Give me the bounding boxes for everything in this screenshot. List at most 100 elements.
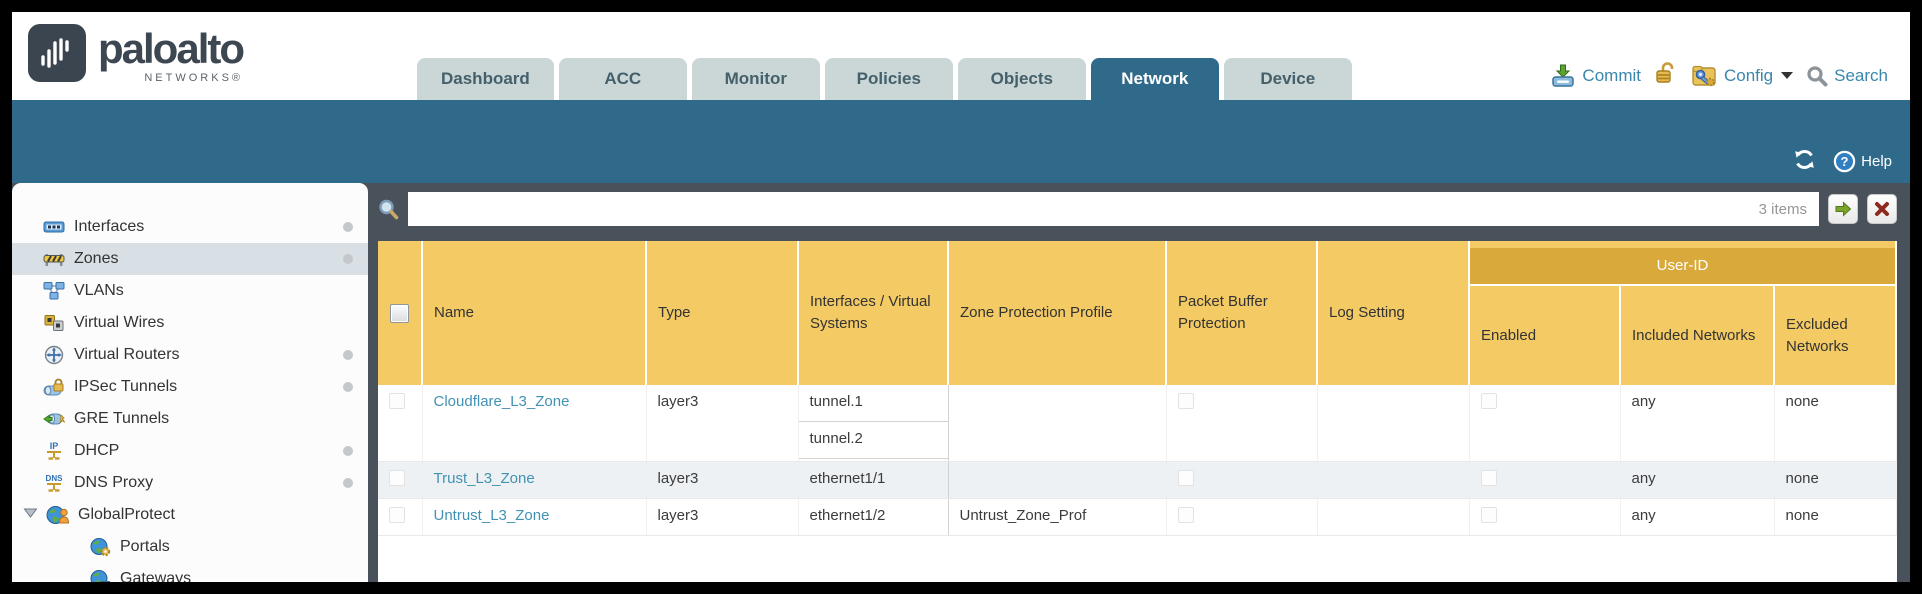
virtual-wires-icon [42,313,66,333]
dns-proxy-icon: DNS [42,473,66,493]
commit-button[interactable]: Commit [1550,64,1641,88]
sidebar-item-gre-tunnels[interactable]: GRE Tunnels [12,403,368,435]
zone-type-cell: layer3 [646,461,799,499]
zone-interfaces-cell: ethernet1/1 [798,461,949,499]
commit-icon [1552,64,1575,87]
sidebar-item-dns-proxy[interactable]: DNS DNS Proxy [12,467,368,499]
zone-type-cell: layer3 [646,498,799,536]
filter-bar: 3 items [378,183,1897,235]
network-sidebar: Interfaces Zones VLANs Vir [12,183,368,582]
included-networks-cell: any [1620,461,1775,499]
interfaces-icon [42,217,66,237]
column-header-log-setting[interactable]: Log Setting [1317,241,1470,385]
green-arrow-icon [1835,201,1852,217]
column-header-excluded-networks[interactable]: Excluded Networks [1774,284,1897,385]
brand-name: paloalto [98,25,245,72]
sidebar-item-ipsec-tunnels[interactable]: IPSec Tunnels [12,371,368,403]
config-menu-button[interactable]: Config [1691,64,1794,88]
log-setting-cell [1317,498,1470,536]
zone-protection-cell [948,385,1167,462]
apply-filter-button[interactable] [1828,194,1858,224]
paloalto-logo-icon [28,24,86,82]
globalprotect-icon [46,505,70,525]
items-count: 3 items [1758,200,1807,218]
column-group-user-id: User-ID [1469,241,1897,285]
sidebar-item-dhcp[interactable]: IP DHCP [12,435,368,467]
search-button[interactable]: Search [1806,65,1888,87]
help-icon: ? [1833,150,1856,173]
sidebar-item-globalprotect[interactable]: GlobalProtect [12,499,368,531]
expander-icon[interactable] [23,506,38,524]
sidebar-item-label: Portals [120,538,170,555]
column-header-included-networks[interactable]: Included Networks [1620,284,1775,385]
sidebar-item-zones[interactable]: Zones [12,243,368,275]
zone-interfaces-cell: ethernet1/2 [798,498,949,536]
sidebar-item-virtual-wires[interactable]: Virtual Wires [12,307,368,339]
sidebar-item-gateways[interactable]: Gateways [12,563,368,582]
column-header-packet-buffer[interactable]: Packet Buffer Protection [1166,241,1318,385]
dhcp-icon: IP [42,441,66,461]
splitter-dot [343,222,353,232]
user-id-enabled-checkbox[interactable] [1480,506,1497,523]
sidebar-item-label: Virtual Routers [74,346,180,363]
refresh-icon [1795,150,1814,169]
row-select-checkbox[interactable] [389,393,405,409]
tab-monitor[interactable]: Monitor [691,58,820,100]
sidebar-item-portals[interactable]: Portals [12,531,368,563]
filter-input[interactable] [416,200,1759,218]
tab-device[interactable]: Device [1223,58,1352,100]
packet-buffer-checkbox[interactable] [1177,506,1194,523]
column-header-interfaces[interactable]: Interfaces / Virtual Systems [798,241,949,385]
ipsec-tunnels-icon [42,377,66,397]
sidebar-item-vlans[interactable]: VLANs [12,275,368,307]
sidebar-item-virtual-routers[interactable]: Virtual Routers [12,339,368,371]
zone-name-link[interactable]: Untrust_L3_Zone [433,506,550,524]
tab-policies[interactable]: Policies [824,58,953,100]
packet-buffer-checkbox[interactable] [1177,469,1194,486]
included-networks-cell: any [1620,385,1775,462]
excluded-networks-cell: none [1774,385,1897,462]
sidebar-item-interfaces[interactable]: Interfaces [12,211,368,243]
select-all-header [378,241,423,385]
virtual-routers-icon [42,345,66,365]
column-header-type[interactable]: Type [646,241,799,385]
included-networks-cell: any [1620,498,1775,536]
tab-objects[interactable]: Objects [957,58,1086,100]
tab-acc[interactable]: ACC [558,58,687,100]
packet-buffer-checkbox[interactable] [1177,393,1194,409]
table-row: Cloudflare_L3_Zone layer3 tunnel.1 tunne… [378,385,1897,462]
zone-protection-cell: Untrust_Zone_Prof [948,498,1167,536]
zones-icon [42,249,66,269]
sidebar-item-label: Virtual Wires [74,314,165,331]
zones-table: Name Type Interfaces / Virtual Systems Z… [378,241,1897,536]
user-id-enabled-checkbox[interactable] [1480,469,1497,486]
column-header-zone-protection[interactable]: Zone Protection Profile [948,241,1167,385]
splitter-dot [343,350,353,360]
help-button[interactable]: ? Help [1833,150,1892,173]
clear-filter-button[interactable] [1867,194,1897,224]
row-select-checkbox[interactable] [389,506,405,523]
user-id-enabled-checkbox[interactable] [1480,393,1497,409]
svg-text:?: ? [1841,154,1849,169]
lock-button[interactable] [1654,61,1678,90]
zone-name-link[interactable]: Cloudflare_L3_Zone [433,393,570,410]
zone-name-link[interactable]: Trust_L3_Zone [433,469,535,487]
tab-network[interactable]: Network [1090,58,1219,100]
commit-label: Commit [1582,65,1641,85]
splitter-dot [343,382,353,392]
paloalto-logo: paloalto NETWORKS® [28,24,245,84]
column-header-enabled[interactable]: Enabled [1469,284,1621,385]
select-all-checkbox[interactable] [390,303,409,323]
svg-text:DNS: DNS [46,474,64,483]
sidebar-item-label: Zones [74,250,119,267]
column-header-name[interactable]: Name [422,241,647,385]
tab-dashboard[interactable]: Dashboard [417,58,554,100]
clear-x-icon [1875,202,1889,216]
chevron-down-icon [1781,72,1794,79]
refresh-button[interactable] [1792,147,1817,176]
table-row: Untrust_L3_Zone layer3 ethernet1/2 Untru… [378,498,1897,536]
zones-table-wrap: Name Type Interfaces / Virtual Systems Z… [378,241,1897,582]
brand-sub: NETWORKS® [144,72,244,84]
filter-search-icon [379,199,399,219]
row-select-checkbox[interactable] [389,469,405,486]
